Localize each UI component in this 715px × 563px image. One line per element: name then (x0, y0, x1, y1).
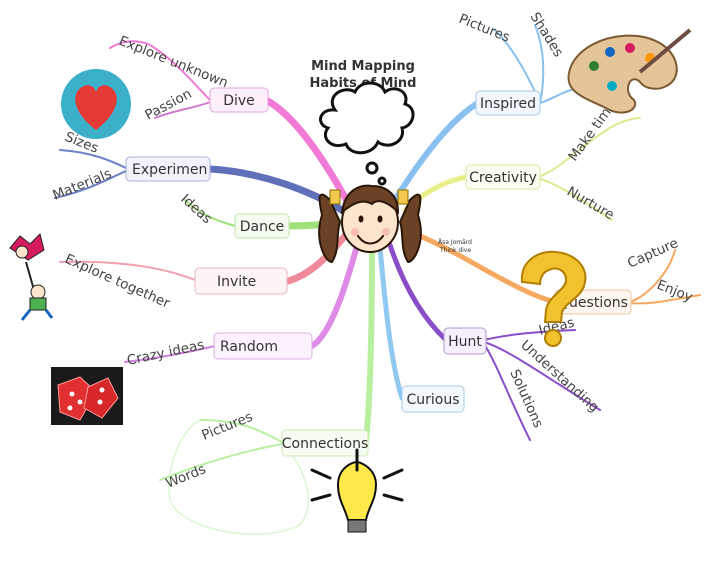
branch-label-explore-unknown: Explore unknown (117, 33, 231, 91)
title-group: Mind Mapping Habits of Mind (310, 59, 417, 91)
node-label-experiment: Experimen (132, 162, 207, 178)
sub-line-passion (154, 101, 211, 119)
sub-line-nurture (537, 177, 613, 221)
branch-label-ideas-dance: Ideas (177, 191, 215, 227)
node-label-random: Random (220, 339, 278, 355)
node-label-creativity: Creativity (469, 170, 537, 186)
node-curious[interactable]: Curious (401, 385, 465, 413)
sub-line-enjoy (629, 294, 701, 305)
branch-label-explore-together: Explore together (62, 251, 172, 312)
sub-line-materials (54, 169, 129, 199)
sub-line-ideas-dance (184, 199, 236, 227)
sub-line-pictures-conn (199, 419, 283, 443)
sub-line-words (159, 443, 283, 481)
lightbulb-icon (310, 448, 404, 533)
node-label-connections: Connections (282, 436, 369, 452)
thought-bubble-icon (319, 81, 415, 186)
node-random[interactable]: Random (213, 332, 313, 360)
girl-face-icon (318, 184, 422, 264)
branch-label-words: Words (164, 461, 209, 491)
branch-label-passion: Passion (142, 86, 194, 124)
node-label-invite: Invite (217, 274, 256, 290)
node-label-curious: Curious (406, 392, 459, 408)
branch-line-curious (377, 245, 405, 401)
credit-line-2: Think dive (439, 247, 471, 254)
node-label-questions: Questions (558, 295, 628, 311)
node-invite[interactable]: Invite (194, 267, 288, 295)
node-label-dance: Dance (240, 219, 285, 235)
node-label-hunt: Hunt (448, 334, 482, 350)
branch-line-invite (284, 228, 352, 285)
paint-palette-icon (567, 28, 692, 114)
sub-line-ideas-hunt (483, 329, 576, 341)
sub-line-explore-unknown (109, 40, 211, 101)
branch-label-pictures-insp: Pictures (457, 11, 513, 46)
branch-line-dive (264, 97, 356, 214)
node-creativity[interactable]: Creativity (465, 164, 541, 190)
sub-line-shades (534, 24, 545, 104)
node-dance[interactable]: Dance (234, 213, 290, 239)
node-hunt[interactable]: Hunt (443, 327, 487, 355)
sub-line-make-time (537, 117, 641, 178)
sub-line-solutions (483, 343, 531, 441)
sub-line-capture (629, 249, 676, 303)
node-dive[interactable]: Dive (209, 87, 269, 113)
node-label-dive: Dive (223, 93, 255, 109)
sub-line-conn-loop (168, 419, 310, 535)
branch-label-capture: Capture (625, 235, 681, 271)
branch-label-nurture: Nurture (564, 184, 617, 224)
credit: Åsa Jomård Think dive (438, 239, 472, 254)
node-experiment[interactable]: Experimen (125, 156, 211, 182)
branch-label-pictures-conn: Pictures (200, 409, 256, 444)
branch-label-solutions: Solutions (506, 367, 546, 430)
heart-icon (61, 69, 131, 139)
sub-line-sizes (59, 149, 129, 170)
branch-line-hunt (387, 242, 449, 343)
branch-line-connections (363, 245, 375, 445)
node-label-inspired: Inspired (480, 96, 536, 112)
branch-label-shades: Shades (527, 10, 567, 60)
branch-label-crazy-ideas: Crazy ideas (126, 337, 206, 369)
sub-line-understanding (483, 341, 601, 411)
node-boxes: Dive Experimen Dance Invite Random Conne… (125, 87, 632, 457)
question-mark-icon (520, 250, 587, 347)
sub-branches (54, 24, 701, 535)
branch-label-materials: Materials (51, 166, 114, 204)
branch-line-questions (402, 227, 558, 305)
branch-line-random (309, 239, 361, 349)
child-swinging-icon (9, 233, 54, 321)
node-connections[interactable]: Connections (281, 429, 369, 457)
branch-line-inspired (392, 100, 481, 203)
dice-icon (51, 367, 123, 425)
sub-line-crazy-ideas (124, 345, 216, 363)
credit-line-1: Åsa Jomård (438, 239, 472, 246)
title-line-1: Mind Mapping (311, 59, 415, 74)
sub-line-explore-together (59, 260, 196, 281)
node-inspired[interactable]: Inspired (475, 90, 541, 116)
